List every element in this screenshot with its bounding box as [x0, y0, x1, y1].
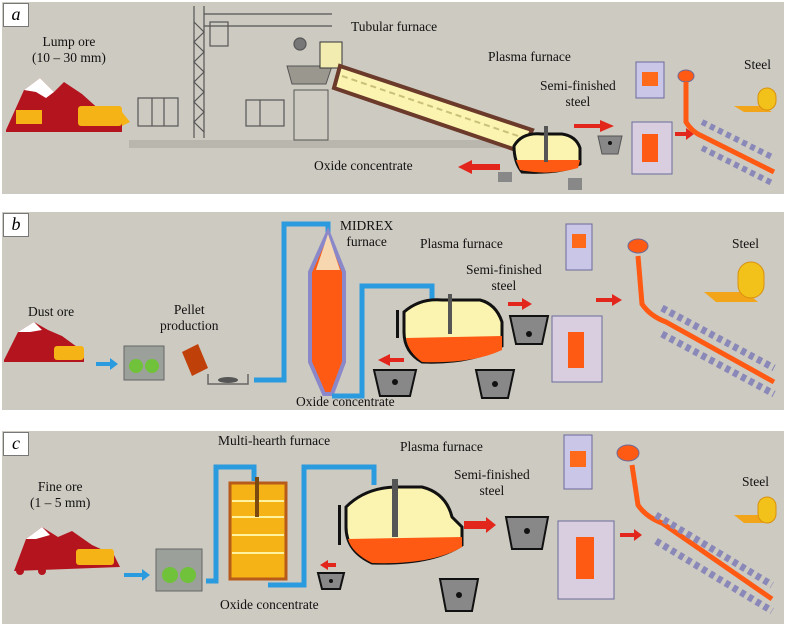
ladle-icon — [372, 369, 418, 397]
pellet-production-label: Pellet production — [160, 302, 219, 334]
ore-size: (10 – 30 mm) — [32, 50, 106, 65]
steel-coil-icon — [734, 496, 777, 524]
blue-flow-line — [206, 464, 257, 584]
continuous-caster-icon — [677, 69, 776, 187]
semi-finished-steel-label: Semi-finished steel — [466, 262, 542, 294]
ore-pile-icon — [6, 78, 130, 132]
ladle-icon — [316, 572, 346, 590]
ore-name: Lump ore — [42, 34, 96, 49]
ladle-icon — [568, 178, 582, 190]
ore-name: Fine ore — [37, 479, 83, 494]
ground-line — [129, 140, 509, 148]
ladle-icon — [474, 369, 516, 399]
red-arrow-icon — [378, 294, 622, 366]
plasma-furnace-label: Plasma furnace — [400, 439, 483, 454]
converter-icon — [631, 121, 673, 175]
blue-flow-line — [332, 283, 435, 399]
pellet-tray-icon — [207, 374, 249, 385]
vacuum-degasser-icon — [635, 61, 665, 99]
steel-label: Steel — [732, 236, 759, 251]
semi-finished-steel-label: Semi-finished steel — [540, 78, 616, 110]
hopper-icon — [286, 41, 343, 141]
plasma-furnace-label: Plasma furnace — [488, 49, 571, 64]
tubular-furnace-label: Tubular furnace — [351, 19, 438, 34]
tubular-furnace-icon — [331, 63, 535, 155]
converter-icon — [551, 315, 603, 383]
panel-c-multi-hearth-route: c — [2, 431, 784, 624]
panel-tag: a — [3, 3, 29, 27]
panel-c-illustration — [14, 434, 777, 614]
ore-label: Dust ore — [28, 304, 75, 319]
panel-a-illustration — [6, 6, 777, 190]
panel-b-illustration — [4, 221, 776, 399]
steel-label: Steel — [742, 474, 769, 489]
crane-icon — [193, 6, 332, 138]
semi-line2: steel — [565, 94, 591, 109]
ladle-icon — [508, 315, 550, 345]
panel-tag: b — [3, 213, 29, 237]
blue-flow-arrow-icon — [124, 569, 150, 581]
pelletizer-icon — [123, 345, 165, 381]
blue-flow-line — [268, 464, 377, 588]
steel-coil-icon — [704, 261, 765, 302]
ladle-icon — [498, 172, 512, 182]
ore-size: (1 – 5 mm) — [30, 495, 91, 510]
pelletizing-drum-icon — [182, 344, 208, 376]
converter-icon — [557, 520, 615, 600]
ladle-icon — [438, 578, 480, 612]
semi-line1: Semi-finished — [466, 262, 542, 277]
steel-coil-icon — [734, 87, 777, 112]
ore-pile-icon — [4, 322, 84, 362]
midrex-line2: furnace — [346, 234, 387, 249]
panel-a-tubular-furnace-route: a — [2, 2, 784, 194]
midrex-line1: MIDREX — [340, 218, 394, 233]
panel-tag: c — [3, 432, 29, 456]
semi-line1: Semi-finished — [454, 467, 530, 482]
pelletizer-icon — [155, 548, 203, 592]
ore-label: Fine ore (1 – 5 mm) — [30, 479, 90, 511]
continuous-caster-icon — [627, 238, 776, 398]
ore-label: Lump ore (10 – 30 mm) — [32, 34, 106, 66]
vacuum-degasser-icon — [565, 223, 593, 271]
pellet-line2: production — [160, 318, 219, 333]
oxide-concentrate-label: Oxide concentrate — [314, 158, 413, 173]
ladle-icon — [504, 516, 550, 550]
oxide-concentrate-label: Oxide concentrate — [296, 394, 395, 409]
semi-line2: steel — [479, 483, 505, 498]
plasma-furnace-icon — [338, 479, 464, 565]
pellet-line1: Pellet — [173, 302, 205, 317]
rail-wagon-icon — [137, 97, 285, 127]
semi-finished-steel-label: Semi-finished steel — [454, 467, 530, 499]
ladle-icon — [597, 135, 623, 155]
red-arrow-icon — [458, 120, 694, 174]
multi-hearth-furnace-icon — [228, 477, 288, 581]
midrex-furnace-label: MIDREX furnace — [340, 218, 393, 250]
multi-hearth-furnace-label: Multi-hearth furnace — [218, 433, 331, 448]
vacuum-degasser-icon — [563, 434, 593, 490]
blue-flow-arrow-icon — [96, 358, 118, 370]
steel-label: Steel — [744, 57, 771, 72]
plasma-furnace-label: Plasma furnace — [420, 236, 503, 251]
plasma-furnace-icon — [498, 126, 582, 190]
continuous-caster-icon — [616, 444, 774, 614]
semi-line1: Semi-finished — [540, 78, 616, 93]
oxide-concentrate-label: Oxide concentrate — [220, 597, 319, 612]
panel-b-midrex-route: b — [2, 212, 784, 410]
plasma-furnace-icon — [396, 294, 504, 364]
semi-line2: steel — [491, 278, 517, 293]
ore-pile-icon — [14, 527, 120, 575]
red-arrow-icon — [320, 517, 642, 570]
midrex-furnace-icon — [308, 226, 346, 396]
